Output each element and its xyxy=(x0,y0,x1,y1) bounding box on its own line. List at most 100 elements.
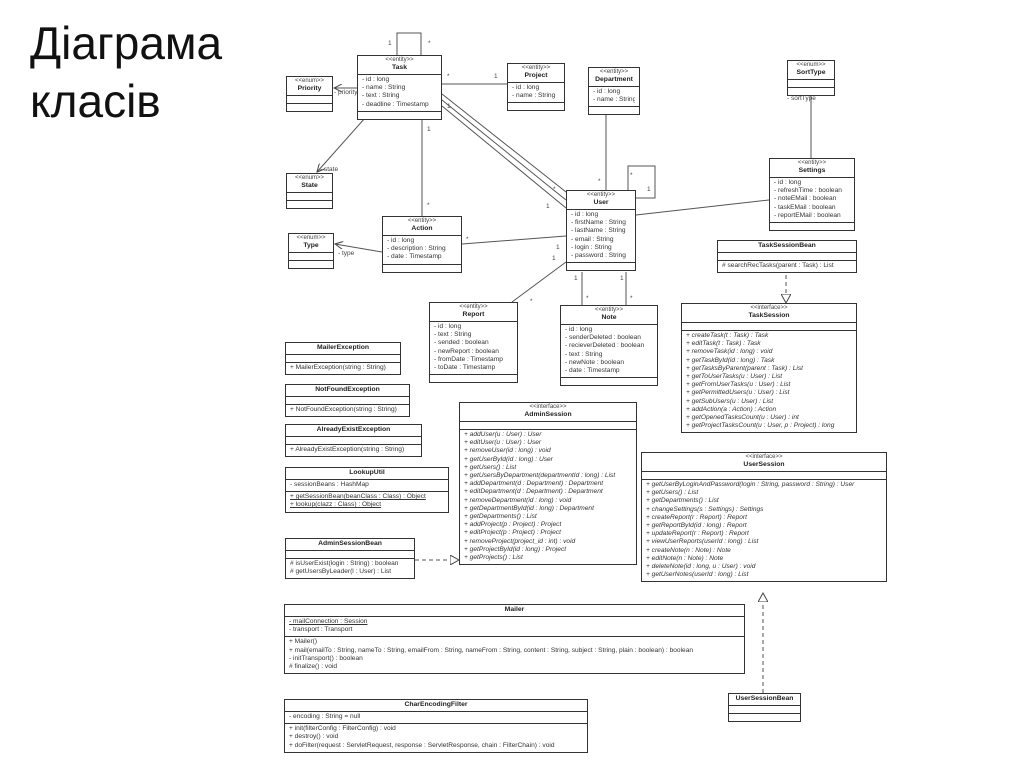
class-attribute: - id : long xyxy=(434,323,462,330)
class-method: + addAction(a : Action) : Action xyxy=(686,405,777,413)
class-method: + getTasksByParent(parent : Task) : List xyxy=(686,364,803,372)
class-methods-section: + Mailer()+ mail(emailTo : String, nameT… xyxy=(285,636,744,673)
class-method: + getProjectTasksCount(u : User, p : Pro… xyxy=(686,422,835,430)
class-adminsession: <<interface>>AdminSession + addUser(u : U… xyxy=(459,402,637,566)
label-task-self-star: * xyxy=(428,40,431,47)
class-method: + addUser(u : User) : User xyxy=(464,431,542,438)
class-stereotype: <<entity>> xyxy=(385,57,414,63)
class-method: + createTask(t : Task) : Task xyxy=(686,332,769,339)
class-method: + getUserByLoginAndPassword(login : Stri… xyxy=(646,481,855,488)
class-method: + lookup(clazz : Class) : Object xyxy=(290,501,382,509)
label-task-self-one: 1 xyxy=(388,40,392,47)
class-method: + getProjects() : List xyxy=(464,554,523,562)
class-notfoundexception: NotFoundException + NotFoundException(str… xyxy=(285,384,410,418)
class-attribute: - senderDeleted : boolean xyxy=(565,334,641,342)
class-methods-section: # searchRecTasks(parent : Task) : List xyxy=(718,260,856,272)
task-user-association-c xyxy=(441,105,567,209)
class-name: SortType xyxy=(796,69,826,76)
class-attributes-section xyxy=(286,551,414,558)
task-user-association-b xyxy=(441,99,567,201)
class-attribute: - id : long xyxy=(512,84,540,91)
class-attributes-section: - id : long- name : String xyxy=(508,83,564,102)
class-method: + getOpenedTasksCount(u : User) : int xyxy=(686,414,799,422)
class-methods-section: + AlreadyExistException(string : String) xyxy=(286,444,421,456)
class-header: <<entity>>Task xyxy=(358,56,441,75)
class-action: <<entity>>Action- id : long- description… xyxy=(382,216,462,273)
class-methods-section: + init(filterConfig : FilterConfig) : vo… xyxy=(285,723,587,752)
class-attributes-section xyxy=(729,706,800,713)
class-name: Report xyxy=(462,311,485,318)
class-name: User xyxy=(593,199,609,206)
class-header: NotFoundException xyxy=(286,385,409,397)
class-method: + getUserNotes(userId : long) : List xyxy=(646,571,749,579)
class-method: # getUsersByLeader(l : User) : List xyxy=(290,568,392,576)
class-method: + addProject(p : Project) : Project xyxy=(464,521,562,529)
class-header: <<entity>>Project xyxy=(508,64,564,83)
class-attribute: - date : Timestamp xyxy=(565,367,620,375)
class-attributes-section xyxy=(286,397,409,404)
class-header: UserSessionBean xyxy=(729,694,800,706)
class-task: <<entity>>Task- id : long- name : String… xyxy=(357,55,442,120)
class-header: <<enum>>State xyxy=(287,174,332,193)
class-attributes-section: - id : long- description : String- date … xyxy=(383,236,461,264)
class-charencodingfilter: CharEncodingFilter- encoding : String = … xyxy=(284,699,588,753)
class-attribute: - recieverDeleted : boolean xyxy=(565,342,645,350)
class-method: + editUser(u : User) : User xyxy=(464,439,542,447)
class-name: State xyxy=(301,182,318,189)
class-name: TaskSession xyxy=(748,312,790,319)
class-methods-section: + createTask(t : Task) : Task+ editTask(… xyxy=(682,330,856,432)
class-method: + changeSettings(s : Settings) : Setting… xyxy=(646,505,764,513)
class-method: # searchRecTasks(parent : Task) : List xyxy=(722,262,834,269)
class-attribute: - login : String xyxy=(571,243,612,251)
task-state-association xyxy=(317,117,366,172)
class-name: Note xyxy=(601,314,617,321)
class-adminsessionbean: AdminSessionBean# isUserExist(login : St… xyxy=(285,538,415,580)
class-attribute: - fromDate : Timestamp xyxy=(434,355,503,363)
class-attribute: - password : String xyxy=(571,252,626,260)
class-header: <<entity>>Action xyxy=(383,217,461,236)
class-tasksession: <<interface>>TaskSession + createTask(t :… xyxy=(681,303,857,434)
class-attribute: - id : long xyxy=(571,211,599,218)
label-task-project-star: * xyxy=(447,73,450,80)
class-method: # isUserExist(login : String) : boolean xyxy=(290,560,399,567)
class-methods-section xyxy=(561,377,657,385)
label-user-note-one-a: 1 xyxy=(574,275,578,282)
class-name: Task xyxy=(392,64,407,71)
class-stereotype: <<interface>> xyxy=(745,454,783,460)
class-header: CharEncodingFilter xyxy=(285,700,587,712)
class-stereotype: <<enum>> xyxy=(294,78,325,84)
class-methods-section xyxy=(729,713,800,721)
class-methods-section xyxy=(430,374,517,382)
class-method: + getToUserTasks(u : User) : List xyxy=(686,373,783,381)
class-header: Mailer xyxy=(285,605,744,617)
class-attribute: - newReport : boolean xyxy=(434,347,499,355)
class-header: <<enum>>SortType xyxy=(788,61,834,80)
class-settings: <<entity>>Settings- id : long- refreshTi… xyxy=(769,158,855,232)
class-methods-section: + NotFoundException(string : String) xyxy=(286,404,409,416)
label-user-note-star-a: * xyxy=(586,295,589,302)
user-self-association xyxy=(627,165,656,199)
class-header: MailerException xyxy=(286,343,400,355)
class-method: + AlreadyExistException(string : String) xyxy=(290,446,405,453)
class-attribute: - name : String xyxy=(593,96,635,104)
class-methods-section xyxy=(287,103,332,111)
class-method: + getFromUserTasks(u : User) : List xyxy=(686,381,791,389)
class-header: <<enum>>Priority xyxy=(287,77,332,96)
class-method: + getPermittedUsers(u : User) : List xyxy=(686,389,790,397)
class-method: + editProject(p : Project) : Project xyxy=(464,529,561,537)
class-methods-section xyxy=(508,102,564,110)
class-attribute: - text : String xyxy=(565,350,603,358)
class-attributes-section: - id : long- firstName : String- lastNam… xyxy=(567,210,635,262)
class-method: + Mailer() xyxy=(289,638,318,646)
class-stereotype: <<entity>> xyxy=(521,65,551,71)
class-name: Department xyxy=(595,76,633,83)
class-attributes-section xyxy=(460,422,636,429)
class-method: + getDepartments() : List xyxy=(646,497,719,505)
class-attribute: - id : long xyxy=(362,76,390,83)
class-attributes-section xyxy=(286,437,421,444)
class-header: <<entity>>User xyxy=(567,191,635,210)
class-method: + getTaskById(id : long) : Task xyxy=(686,356,775,364)
class-header: <<interface>>TaskSession xyxy=(682,304,856,323)
class-method: - initTransport() : boolean xyxy=(289,654,363,662)
class-header: <<interface>>AdminSession xyxy=(460,403,636,422)
